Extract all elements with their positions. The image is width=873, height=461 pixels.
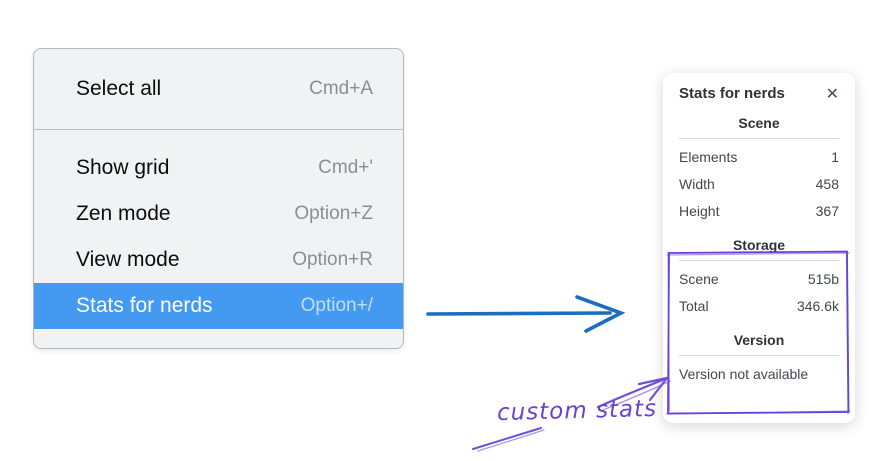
stat-value: 515b [807,270,839,287]
stat-value: 458 [815,175,839,192]
menu-item-shortcut: Option+R [292,249,373,270]
menu-item-label: View mode [76,248,180,271]
stat-label: Scene [679,270,719,287]
stat-label: Elements [679,148,738,165]
menu-item-label: Show grid [76,156,170,179]
menu-item-label: Stats for nerds [76,294,213,317]
stat-value: 367 [815,202,839,219]
annotation-label: custom stats [496,395,658,427]
menu-item-stats-for-nerds[interactable]: Stats for nerds Option+/ [34,283,403,329]
divider [679,355,839,356]
stat-label: Width [679,175,715,192]
menu-group: Select all Cmd+A [34,49,403,117]
stat-label: Height [679,202,720,219]
section-header-version: Version [733,332,785,348]
context-menu: Select all Cmd+A Show grid Cmd+' Zen mod… [33,48,404,349]
stat-row-width: Width 458 [679,170,839,197]
close-icon[interactable]: ✕ [825,83,839,103]
menu-item-shortcut: Cmd+A [309,78,373,99]
menu-item-label: Zen mode [76,202,171,225]
stat-row-scene-storage: Scene 515b [679,265,839,292]
section-header-storage: Storage [732,237,786,253]
stat-value: 346.6k [796,297,839,314]
menu-item-shortcut: Option+/ [300,295,373,316]
section-header-scene: Scene [738,115,780,131]
divider [679,138,839,139]
menu-group: Show grid Cmd+' Zen mode Option+Z View m… [34,129,403,329]
stat-row-elements: Elements 1 [679,143,839,170]
menu-item-shortcut: Option+Z [294,203,373,224]
stat-value: 1 [831,148,839,165]
stat-row-total-storage: Total 346.6k [679,292,839,319]
version-note: Version not available [679,365,809,382]
stats-panel-header: Stats for nerds ✕ [679,85,839,102]
divider [679,260,839,261]
menu-item-label: Select all [76,77,162,100]
menu-item-view-mode[interactable]: View mode Option+R [34,237,403,283]
stats-panel-title: Stats for nerds [679,85,785,102]
menu-item-shortcut: Cmd+' [318,157,373,178]
menu-item-select-all[interactable]: Select all Cmd+A [34,61,403,117]
flow-arrow-icon [426,295,626,333]
stats-panel: Stats for nerds ✕ Scene Elements 1 Width… [663,73,855,423]
menu-item-show-grid[interactable]: Show grid Cmd+' [34,145,403,191]
stat-label: Total [679,297,709,314]
annotation-stroke [472,427,545,452]
menu-item-zen-mode[interactable]: Zen mode Option+Z [34,191,403,237]
stat-row-height: Height 367 [679,197,839,224]
